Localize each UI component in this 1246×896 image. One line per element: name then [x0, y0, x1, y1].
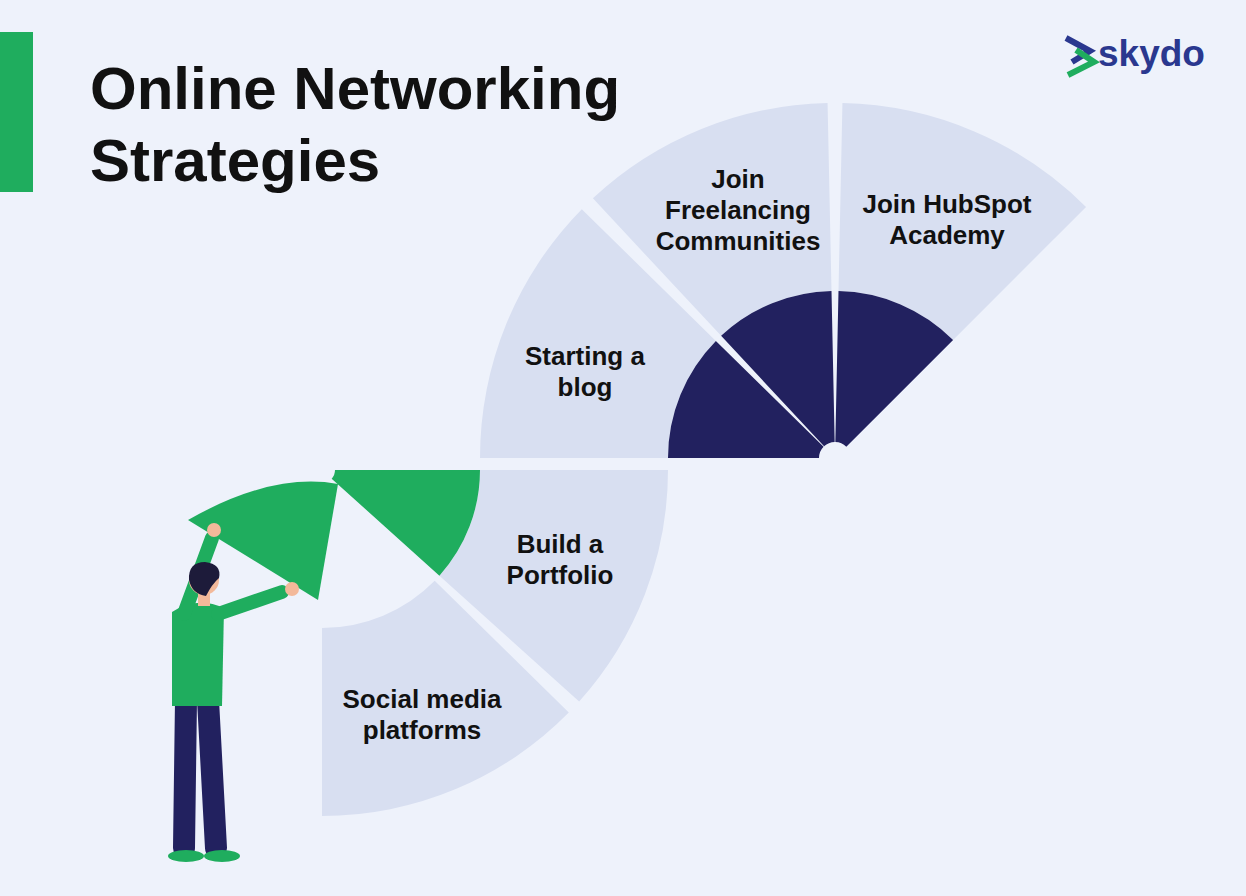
- segment-inner: [835, 291, 953, 447]
- step-segment: Join Freelancing Communities: [590, 101, 837, 449]
- accent-bar: [0, 32, 33, 192]
- step-label: Join HubSpot Academy: [847, 189, 1047, 251]
- logo-icon: [1066, 38, 1094, 75]
- segment-shape: [590, 101, 837, 449]
- step-label: Starting a blog: [500, 341, 670, 403]
- step-label: Join Freelancing Communities: [643, 164, 833, 257]
- segment-inner: [332, 470, 480, 576]
- segment-shape: [833, 101, 1089, 449]
- segment-inner: [721, 291, 835, 446]
- step-label: Build a Portfolio: [480, 529, 640, 591]
- logo-wordmark: skydo: [1098, 33, 1205, 75]
- step-label: Social media platforms: [322, 684, 522, 746]
- step-segment: Join HubSpot Academy: [833, 101, 1089, 449]
- person-figure: [168, 523, 299, 862]
- segment-shape: [329, 468, 670, 704]
- step-segment: Build a Portfolio: [329, 468, 670, 704]
- title: Online Networking Strategies: [90, 53, 710, 197]
